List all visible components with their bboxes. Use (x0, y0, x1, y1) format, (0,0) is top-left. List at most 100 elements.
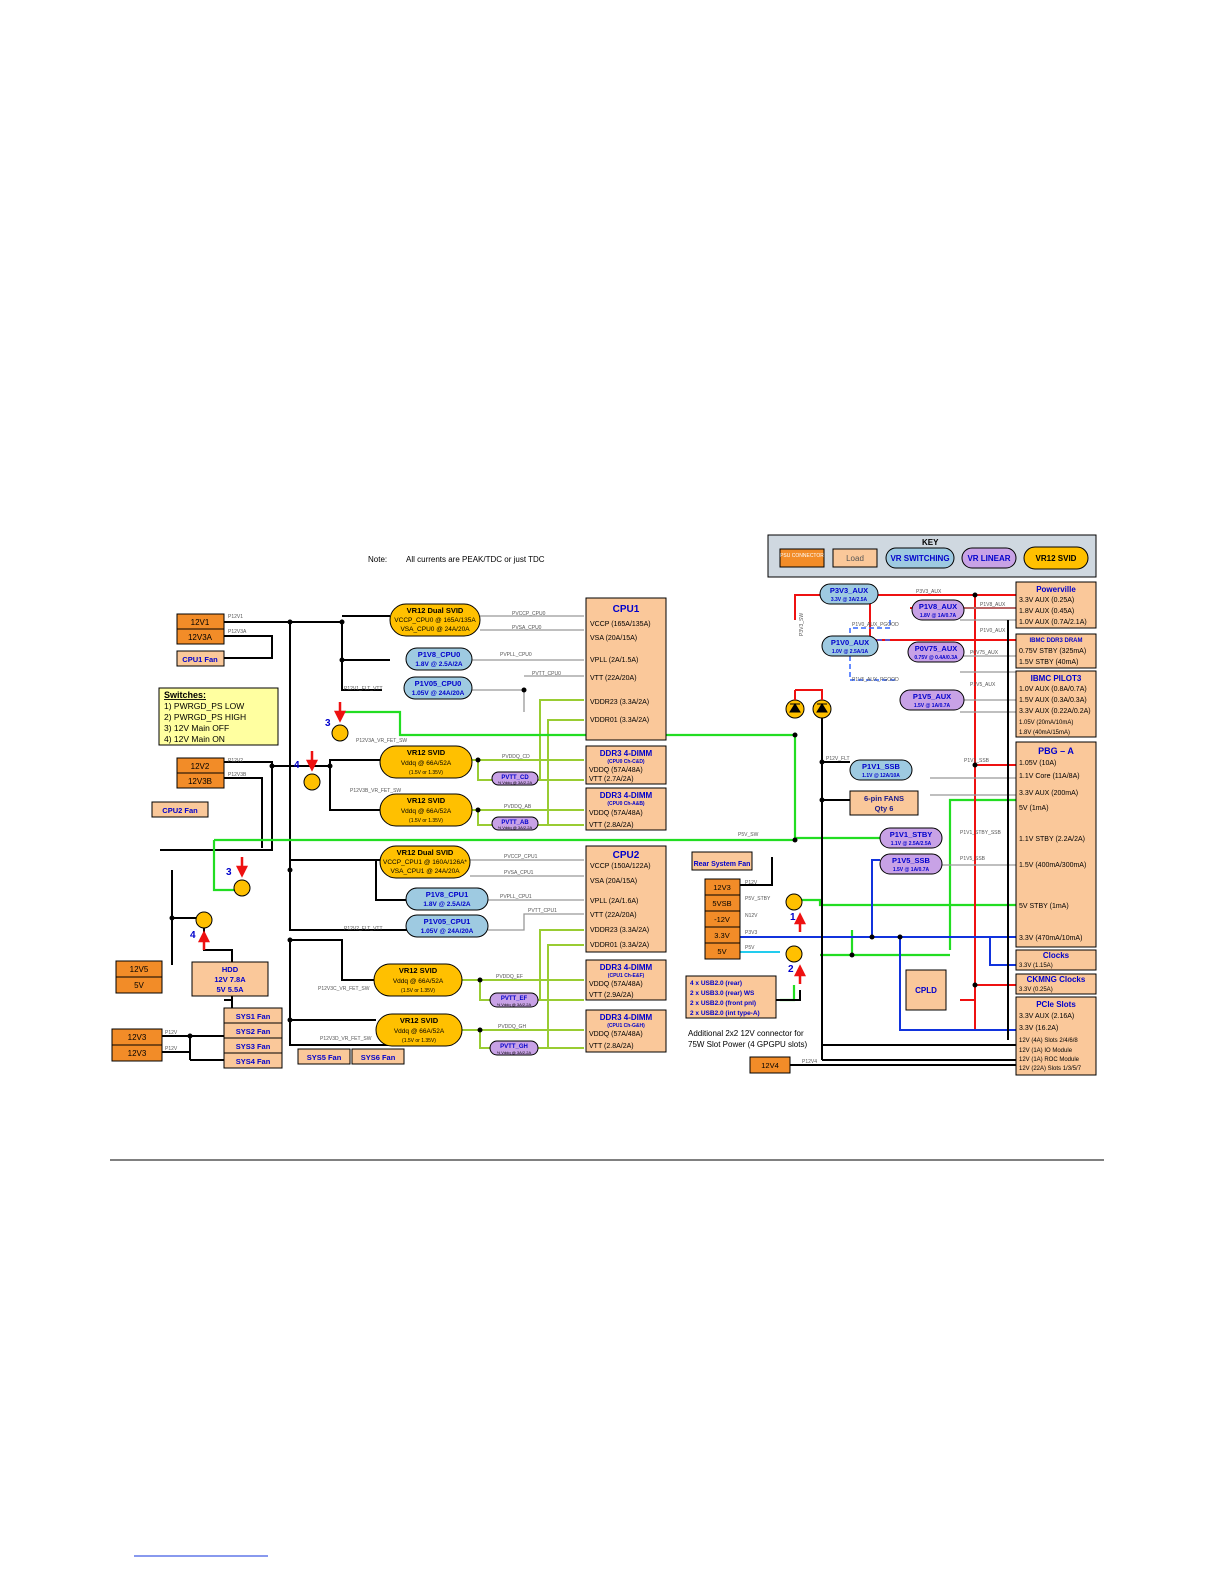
ddr3-ab-vddq: VDDQ (57A/48A) (589, 810, 643, 817)
pcie-rail-1: 3.3V AUX (2.16A) (1019, 1013, 1074, 1020)
switch-1-main-number: 1 (790, 912, 796, 923)
pcie-title: PCIe Slots (1036, 1000, 1076, 1009)
legend-psu-label: PSU CONNECTOR (780, 553, 824, 559)
pvtt-ab-title: PVTT_AB (501, 820, 529, 826)
net-p12v1-vtt: P12V1_FLT_VTT (344, 686, 383, 692)
psu-main-n12v-label: -12V (714, 915, 730, 924)
note-text: All currents are PEAK/TDC or just TDC (406, 555, 545, 564)
ddr3-ab-sub: (CPU0 Ch-A&B) (607, 801, 645, 807)
switch-3-cpu0-arrow (333, 702, 347, 723)
p1v1-ssb (849, 759, 913, 781)
p1v1-stby-title: P1V1_STBY (890, 830, 933, 839)
psu-12v4-label: 12V4 (761, 1061, 779, 1070)
net-pvsa-cpu1: PVSA_CPU1 (504, 870, 534, 876)
ddr3-ef-sub: (CPU1 Ch-E&F) (608, 973, 645, 979)
p1v5-ssb-title: P1V5_SSB (892, 856, 931, 865)
note-label: Note: (368, 555, 387, 564)
cpu2-title: CPU2 (613, 850, 640, 861)
vr-cpu0-title: VR12 Dual SVID (407, 606, 464, 615)
ddr3-ef-vddq: VDDQ (57A/48A) (589, 981, 643, 988)
powerville-rail-2: 1.8V AUX (0.45A) (1019, 608, 1074, 615)
p1v5-ssb (879, 853, 943, 875)
vr-cpu0-line2: VSA_CPU0 @ 24A/20A (400, 626, 470, 633)
psu-connectors: 12V1 12V3A 12V2 12V3B 12V5 5V 12V3 12V3 … (111, 613, 791, 1074)
legend-load-label: Load (846, 554, 864, 563)
cpu2-fan (151, 801, 209, 818)
switches-legend: Switches: 1) PWRGD_PS LOW 2) PWRGD_PS HI… (158, 687, 279, 746)
ddr3-ab-title: DDR3 4-DIMM (600, 791, 653, 800)
cpu1-rail-vsa: VSA (20A/15A) (590, 635, 637, 642)
net-pvddq-cd: PVDDQ_CD (502, 754, 530, 760)
psu-hdd-5v (115, 976, 163, 994)
pbg-a (1015, 741, 1097, 948)
legend: KEY PSU CONNECTOR Load VR SWITCHING VR L… (767, 534, 1097, 578)
powerville (1015, 581, 1097, 629)
cpld-label: CPLD (915, 986, 937, 995)
switch-2-main (785, 945, 803, 963)
net-p12v3a: P12V3A (228, 629, 247, 635)
pcie-rail-3: 12V (4A) Slots 2/4/6/8 (1019, 1038, 1078, 1044)
net-p12v-flt: P12V_FLT (826, 756, 850, 762)
ibmc-ddr3-dram (1015, 633, 1097, 669)
p1v0-aux-sub: 1.0V @ 2.5A/1A (832, 649, 869, 655)
sys2-fan-label: SYS2 Fan (236, 1027, 271, 1036)
p1v1-ssb-title: P1V1_SSB (862, 762, 901, 771)
six-pin-fans-line1: 6-pin FANS (864, 794, 904, 803)
pbg-a-title: PBG – A (1038, 746, 1074, 756)
usb-item-1: 4 x USB2.0 (rear) (690, 980, 742, 987)
net-p12v-sys-b: P12V (165, 1046, 178, 1052)
cpu2-rail-vddr23: VDDR23 (3.3A/2A) (590, 927, 649, 934)
switch-3-cpu1 (233, 879, 251, 897)
vr-cpu1-title: VR12 Dual SVID (397, 848, 454, 857)
net-p1v1-stby: P1V1_STBY_SSB (960, 830, 1002, 836)
pbg-rail-7: 5V STBY (1mA) (1019, 903, 1069, 910)
net-p12v3c-fet: P12V3C_VR_FET_SW (318, 986, 370, 992)
ibmc-pilot3-rail-3: 3.3V AUX (0.22A/0.2A) (1019, 708, 1091, 715)
legend-load-swatch (832, 548, 878, 568)
pvtt-ef-sub: ½ Vddq @ 3A/2.2A (497, 1002, 532, 1007)
powerville-rail-1: 3.3V AUX (0.25A) (1019, 597, 1074, 604)
net-p3v3-sw: P3V3_SW (799, 613, 805, 636)
switch-4-cpu1-number: 4 (190, 930, 196, 941)
psu-12v3a-label: 12V3A (188, 633, 213, 642)
six-pin-fans (849, 790, 919, 816)
vr-ddr-gh-sub: Vddq @ 66A/52A (394, 1028, 445, 1035)
sys1-fan-label: SYS1 Fan (236, 1012, 271, 1021)
net-p12v-sys-a: P12V (165, 1030, 178, 1036)
p1v8-cpu0 (405, 647, 473, 671)
diode-red-link (794, 689, 823, 700)
pbg-rail-1: 1.05V (10A) (1019, 760, 1056, 767)
net-p5v-stby: P5V_STBY (745, 896, 771, 902)
pvtt-cd (491, 771, 539, 786)
pvtt-cd-title: PVTT_CD (501, 775, 529, 781)
powerville-rail-3: 1.0V AUX (0.7A/2.1A) (1019, 619, 1087, 626)
net-p0v75-aux: P0V75_AUX (970, 650, 999, 656)
ddr3-ef-vtt: VTT (2.9A/2A) (589, 992, 634, 999)
vr12-dual-svid-cpu1 (379, 845, 471, 879)
net-n12v: N12V (745, 913, 758, 919)
psu-12v3b-label: 12V3B (188, 777, 212, 786)
vr-ddr-ab-sub: Vddq @ 66A/52A (401, 808, 452, 815)
hdd-line2: 5V 5.5A (216, 985, 244, 994)
aux-regulators: P3V3_AUX 3.3V @ 3A/2.5A P1V8_AUX 1.8V @ … (819, 583, 965, 875)
usb-item-2: 2 x USB3.0 (rear) WS (690, 990, 755, 997)
clocks-title: Clocks (1043, 951, 1070, 960)
ddr3-cpu1-ef (585, 959, 667, 1001)
legend-title: KEY (922, 538, 939, 547)
net-p1v1-ssb: P1V1_SSB (964, 758, 990, 764)
net-pvddq-ef: PVDDQ_EF (496, 974, 523, 980)
psu-12v3b (176, 772, 225, 789)
rear-system-fan (691, 851, 753, 871)
p1v8-aux-title: P1V8_AUX (919, 602, 957, 611)
ddr3-cpu1-gh (585, 1009, 667, 1053)
cpu1-fan-label: CPU1 Fan (182, 655, 218, 664)
pvtt-gh-title: PVTT_GH (500, 1044, 528, 1050)
pvtt-cd-sub: ½ Vddq @ 3A/2.2A (498, 780, 533, 785)
legend-vr12-svid-label: VR12 SVID (1036, 554, 1077, 563)
p3v3-aux-sub: 3.3V @ 3A/2.5A (831, 597, 868, 603)
diodes (785, 689, 832, 719)
sys4-fan (223, 1052, 283, 1069)
cpu2-rail-vpll: VPLL (2A/1.6A) (590, 898, 638, 905)
p3v3-aux-title: P3V3_AUX (830, 586, 868, 595)
net-p1v0-aux: P1V0_AUX (980, 628, 1006, 634)
